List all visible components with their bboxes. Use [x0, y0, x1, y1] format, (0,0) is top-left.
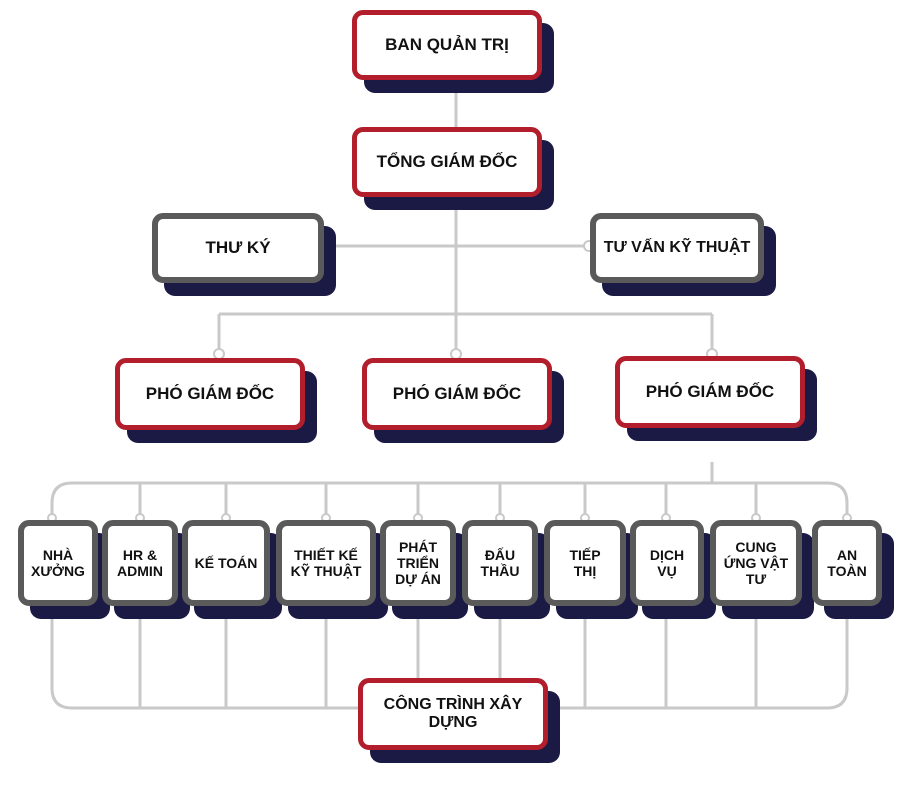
department-label-line: THẦU	[480, 563, 520, 579]
department-label-line: KẾ TOÁN	[194, 554, 258, 571]
deputy-director-node-1: PHÓ GIÁM ĐỐC	[115, 358, 305, 430]
department-label-line: CUNG	[735, 538, 777, 555]
ceo-node: TỔNG GIÁM ĐỐC	[352, 127, 542, 197]
department-label-line: ĐẤU	[484, 546, 516, 563]
department-label-line: TRIỂN	[397, 554, 439, 571]
department-label-line: ADMIN	[117, 563, 163, 579]
department-label-line: PHÁT	[398, 538, 438, 555]
department-label-line: KỸ THUẬT	[290, 563, 362, 579]
construction-label-line: DỰNG	[428, 714, 478, 731]
department-label-line: TOÀN	[827, 563, 867, 579]
department-label-line: VỤ	[657, 563, 677, 579]
department-label-line: NHÀ	[42, 546, 74, 563]
department-label-line: DỊCH	[649, 546, 685, 563]
tech-advisor-node: TƯ VẤN KỸ THUẬT	[590, 213, 764, 283]
department-label-line: TƯ	[745, 571, 767, 588]
board-node: BAN QUẢN TRỊ	[352, 10, 542, 80]
department-label-line: XƯỞNG	[31, 563, 85, 579]
department-label-line: THIẾT KẾ	[294, 546, 358, 563]
ceo-label: TỔNG GIÁM ĐỐC	[376, 152, 518, 172]
department-label-line: AN	[836, 546, 858, 563]
department-label-line: HR &	[122, 546, 158, 563]
department-hr-admin: HR &ADMIN	[102, 520, 178, 606]
construction-label-line: CÔNG TRÌNH XÂY	[383, 695, 523, 713]
department-label-line: THỊ	[573, 563, 597, 579]
board-label: BAN QUẢN TRỊ	[385, 35, 509, 55]
deputy-director-label: PHÓ GIÁM ĐỐC	[392, 384, 522, 404]
deputy-director-node-3: PHÓ GIÁM ĐỐC	[615, 356, 805, 428]
deputy-director-label: PHÓ GIÁM ĐỐC	[145, 384, 275, 404]
deputy-director-node-2: PHÓ GIÁM ĐỐC	[362, 358, 552, 430]
secretary-node: THƯ KÝ	[152, 213, 324, 283]
department-label-line: DỰ ÁN	[395, 571, 441, 588]
department-label-line: TIẾP	[569, 546, 601, 563]
deputy-director-label: PHÓ GIÁM ĐỐC	[645, 382, 775, 402]
tech-advisor-label: TƯ VẤN KỸ THUẬT	[603, 238, 751, 256]
secretary-label: THƯ KÝ	[205, 238, 271, 258]
department-label-line: ỨNG VẬT	[723, 554, 789, 571]
department-ke-toan: KẾ TOÁN	[182, 520, 270, 606]
